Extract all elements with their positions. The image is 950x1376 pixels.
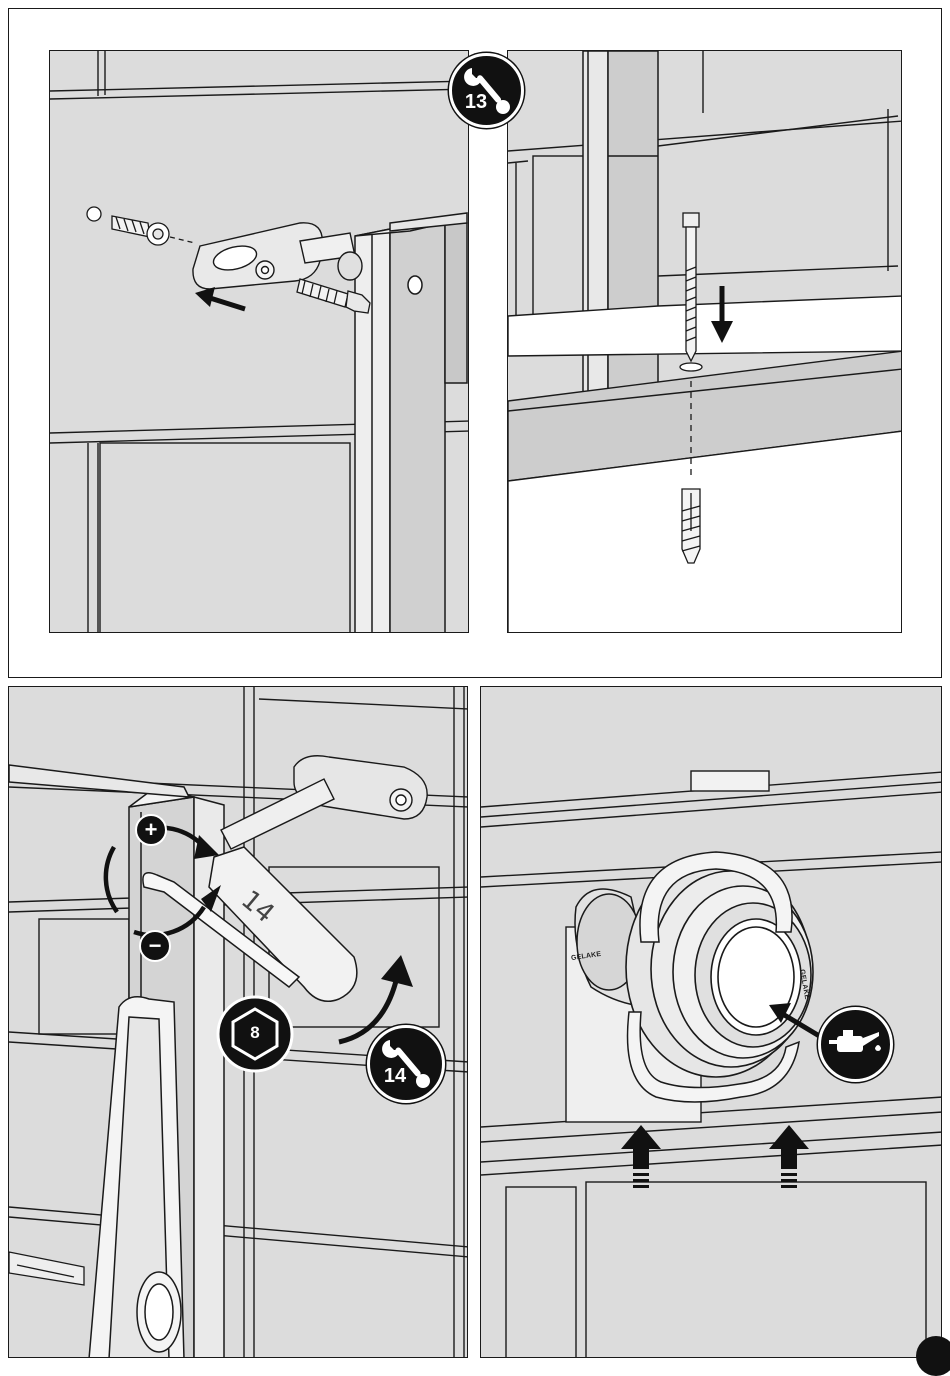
page-corner-mark [916, 1336, 950, 1376]
tighten-plus-marker: + [135, 814, 167, 846]
hex-key-size-badge: 8 [216, 995, 294, 1073]
illustration-wall-bracket [50, 51, 469, 633]
panel-wall-bracket [49, 50, 469, 633]
panel-height-adjust: + − 14 8 14 [8, 686, 468, 1358]
loosen-minus-marker: − [139, 930, 171, 962]
wrench-size-badge-14: 14 [367, 1025, 445, 1103]
illustration-floor-anchor [508, 51, 902, 633]
wrench-size-badge-13: 13 [449, 53, 524, 128]
wrench-icon [370, 1028, 442, 1100]
panel-floor-anchor [507, 50, 902, 633]
oil-can-icon [821, 1010, 890, 1079]
panel-drain-connector: GELAKE GELAKE [480, 686, 942, 1358]
hex-key-size-label: 8 [216, 1023, 294, 1043]
wrench-size-label: 13 [458, 91, 494, 114]
lubricant-badge [818, 1007, 893, 1082]
wrench-size-label: 14 [376, 1065, 414, 1088]
